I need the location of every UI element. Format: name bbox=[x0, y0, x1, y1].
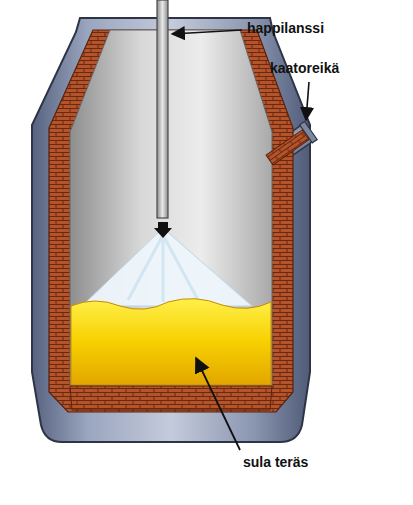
oxygen-lance bbox=[157, 0, 168, 218]
part-label: happilanssi bbox=[247, 20, 324, 37]
bottom-bricks bbox=[70, 386, 272, 410]
furnace-cavity bbox=[70, 30, 272, 386]
part-label: kaatoreikä bbox=[270, 60, 339, 77]
leader-line bbox=[172, 30, 242, 34]
flow-arrow bbox=[154, 222, 172, 238]
molten-steel bbox=[71, 299, 271, 385]
part-label: sula teräs bbox=[243, 454, 308, 471]
brick-lining bbox=[49, 30, 293, 412]
oxygen-jet bbox=[82, 228, 252, 306]
leader-line bbox=[196, 358, 240, 450]
vessel-shell bbox=[32, 18, 310, 442]
leader-line bbox=[306, 82, 309, 120]
